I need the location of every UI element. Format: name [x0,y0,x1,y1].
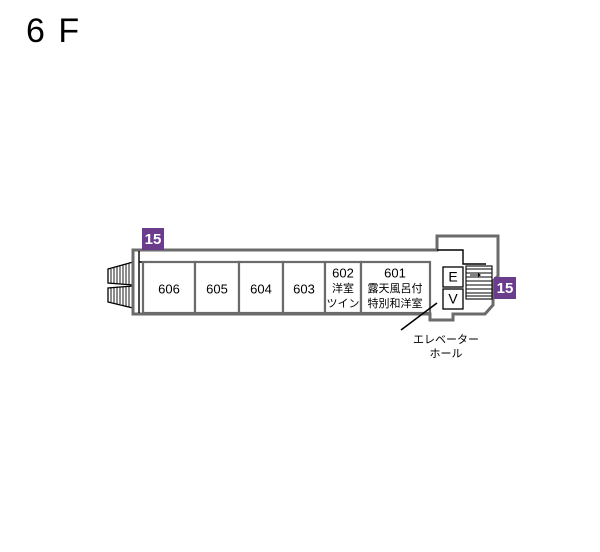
room-605[interactable]: 605 [193,260,241,315]
room-606[interactable]: 606 [141,260,197,315]
left-balcony [107,261,134,309]
room-601-type-line1: 露天風呂付 [368,282,423,295]
right-staircase [465,265,493,300]
room-602-number: 602 [332,265,354,280]
stair-direction-arrow [470,273,481,277]
badge-right[interactable]: 15 [494,277,516,299]
room-604[interactable]: 604 [237,260,285,315]
elevator-letter-top: E [448,269,457,285]
room-603[interactable]: 603 [281,260,327,315]
elevator-hall-label-line1: エレベーター [413,333,479,346]
elevator-hall-label-line2: ホール [430,347,463,360]
room-606-number: 606 [158,281,180,296]
room-601-number: 601 [384,265,406,280]
room-604-number: 604 [250,281,272,296]
left-balcony-hatch [110,263,130,307]
upper-right-notch [437,249,486,265]
room-605-number: 605 [206,281,228,296]
elevator-letter-bottom: V [448,291,458,307]
elevator-hall-callout: エレベーター ホール [400,302,479,360]
page-title: 6 F [26,12,82,50]
room-603-number: 603 [293,281,315,296]
room-602-type-line2: ツイン [327,297,360,310]
badge-top-left-label: 15 [145,231,162,248]
room-602[interactable]: 602 洋室 ツイン [323,260,363,315]
badge-right-label: 15 [497,280,514,297]
room-602-type-line1: 洋室 [332,281,354,295]
elevator[interactable]: E V [442,266,464,310]
badge-top-left[interactable]: 15 [142,228,164,250]
room-601[interactable]: 601 露天風呂付 特別和洋室 [359,260,432,315]
room-cells: 606 605 604 603 602 洋室 ツイン [141,260,432,315]
room-601-type-line2: 特別和洋室 [368,296,423,310]
